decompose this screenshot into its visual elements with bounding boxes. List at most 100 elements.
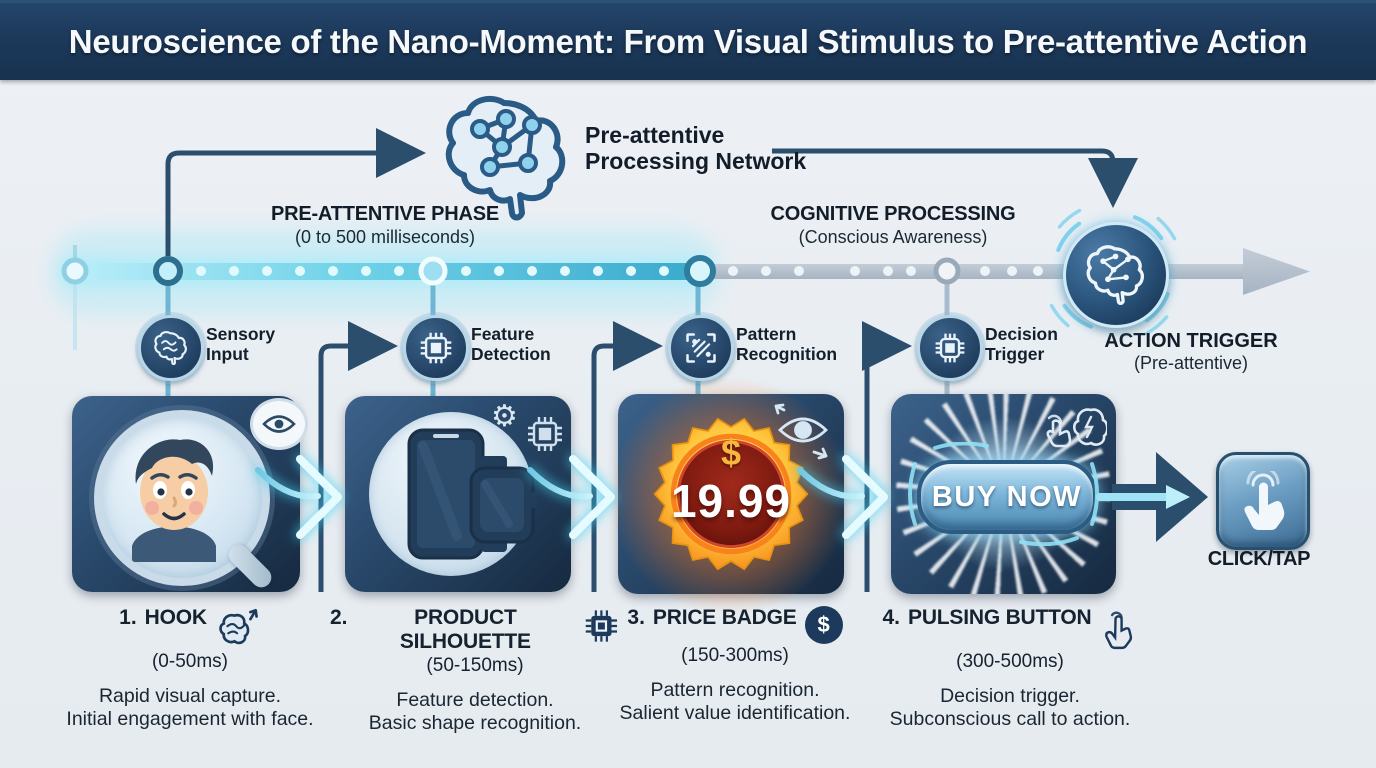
button-pulse-arcs [908, 442, 1099, 546]
stage-pattern-line2: Recognition [736, 344, 838, 364]
caption-desc-line2: Salient value identification. [619, 702, 851, 724]
stage-pattern-line1: Pattern [736, 324, 797, 344]
timeline-dots-cognitive [728, 266, 1043, 276]
caption-desc-line2: Initial engagement with face. [66, 708, 314, 730]
dollar-symbol: $ [817, 612, 830, 637]
stage-feature-line2: Detection [471, 344, 551, 364]
timeline-arrowhead [1243, 248, 1310, 295]
hand-pointer-icon [1104, 611, 1132, 650]
stage-circle-sensory [138, 315, 204, 381]
stage-label-decision: Decision Trigger [985, 324, 1058, 364]
caption-title: HOOK [144, 606, 207, 629]
buy-now-label: BUY NOW [931, 480, 1083, 513]
price-badge [653, 417, 809, 571]
brain-arrow-icon [219, 608, 258, 645]
buy-now-button[interactable]: BUY NOW [917, 460, 1097, 534]
stage-label-pattern: Pattern Recognition [736, 324, 837, 364]
stage-label-sensory: Sensory Input [206, 324, 275, 364]
network-label-line2: Processing Network [585, 148, 807, 174]
timeline-dots-preattentive [196, 266, 669, 276]
caption-desc-line1: Pattern recognition. [650, 679, 820, 701]
action-trigger-title: ACTION TRIGGER [1104, 330, 1278, 352]
page-title: Neuroscience of the Nano-Moment: From Vi… [68, 22, 1308, 60]
caption-number: 1. [119, 606, 137, 629]
caption-number: 3. [627, 606, 645, 629]
arrow-to-decision [862, 321, 912, 592]
caption-number: 2. [330, 606, 348, 629]
brain-icon [154, 331, 187, 365]
card-price: $ 19.99 [612, 378, 848, 614]
brain-network-icon [440, 95, 574, 221]
arrow-network-to-trigger [772, 148, 1138, 208]
tap-and-brain-icons [1046, 408, 1107, 448]
click-tap-button[interactable] [1216, 452, 1310, 550]
card-button: BUY NOW [891, 394, 1116, 594]
network-label: Pre-attentive Processing Network [585, 122, 806, 174]
timeline-node [61, 257, 89, 285]
phase-preattentive: PRE-ATTENTIVE PHASE (0 to 500 millisecon… [235, 203, 535, 248]
caption-timing: (150-300ms) [681, 645, 789, 666]
chip-icon [585, 610, 618, 642]
caption-product: 2. PRODUCT SILHOUETTE (50-150ms) Feature… [330, 606, 620, 735]
eye-icon [262, 415, 296, 433]
caption-timing: (300-500ms) [956, 651, 1064, 672]
caption-description: Feature detection. Basic shape recogniti… [330, 689, 620, 735]
timeline-node [418, 256, 448, 286]
caption-title: PULSING BUTTON [908, 606, 1092, 629]
face-illustration [132, 439, 216, 562]
caption-title: PRICE BADGE [652, 606, 797, 629]
caption-hook: 1. HOOK (0-50ms) Rapid visual capture. I… [55, 606, 325, 731]
eye-speech-bubble [250, 398, 308, 450]
brain-icon [1086, 245, 1144, 305]
caption-desc-line1: Feature detection. [396, 689, 554, 711]
hand-tap-icon [1244, 471, 1285, 530]
card-product: ⚙ [345, 396, 571, 592]
caption-price: 3. PRICE BADGE $ (150-300ms) Pattern rec… [600, 606, 870, 725]
gear-icon: ⚙ [491, 400, 518, 433]
stage-label-feature: Feature Detection [471, 324, 551, 364]
stage-circle-feature [403, 315, 469, 381]
network-label-line1: Pre-attentive [585, 122, 725, 148]
caption-title: PRODUCT SILHOUETTE [399, 606, 531, 653]
phase-cognitive-subtitle: (Conscious Awareness) [798, 227, 988, 247]
caption-timing: (50-150ms) [426, 655, 524, 676]
caption-description: Rapid visual capture. Initial engagement… [55, 685, 325, 731]
phase-preattentive-title: PRE-ATTENTIVE PHASE [270, 203, 500, 225]
caption-description: Pattern recognition. Salient value ident… [600, 679, 870, 725]
chip-icon [528, 417, 562, 451]
stage-decision-line1: Decision [985, 324, 1058, 344]
card-hook [72, 396, 308, 592]
arrow-to-network [165, 128, 426, 256]
header-bar: Neuroscience of the Nano-Moment: From Vi… [0, 0, 1376, 80]
badge-price: 19.99 [670, 475, 792, 527]
timeline-node [933, 257, 961, 285]
caption-desc-line2: Subconscious call to action. [889, 708, 1131, 730]
eye-saccade-icon [774, 403, 829, 460]
timeline-bar-preattentive [60, 263, 705, 280]
phase-preattentive-subtitle: (0 to 500 milliseconds) [294, 227, 476, 247]
arrow-to-pattern [591, 321, 663, 592]
caption-description: Decision trigger. Subconscious call to a… [870, 685, 1150, 731]
badge-currency: $ [720, 432, 742, 473]
action-trigger-circle [1063, 222, 1169, 328]
stage-sensory-line1: Sensory [206, 324, 276, 344]
stage-decision-line2: Trigger [985, 344, 1045, 364]
scan-icon [686, 333, 716, 363]
caption-desc-line1: Rapid visual capture. [98, 685, 282, 707]
action-trigger-label: ACTION TRIGGER (Pre-attentive) [1086, 330, 1296, 374]
stage-sensory-line2: Input [206, 344, 249, 364]
stage-circle-pattern [668, 315, 734, 381]
click-tap-label: CLICK/TAP [1207, 548, 1311, 570]
pulse-arcs [1041, 200, 1185, 344]
phase-cognitive: COGNITIVE PROCESSING (Conscious Awarenes… [743, 203, 1043, 248]
caption-desc-line2: Basic shape recognition. [368, 712, 582, 734]
phase-cognitive-title: COGNITIVE PROCESSING [770, 203, 1016, 225]
timeline-node [153, 256, 183, 286]
arrow-to-feature [318, 321, 398, 592]
stage-feature-line1: Feature [471, 324, 535, 344]
caption-timing: (0-50ms) [151, 651, 228, 672]
chip-icon [420, 332, 452, 364]
dollar-coin-icon: $ [804, 606, 843, 644]
timeline-node [684, 255, 716, 287]
